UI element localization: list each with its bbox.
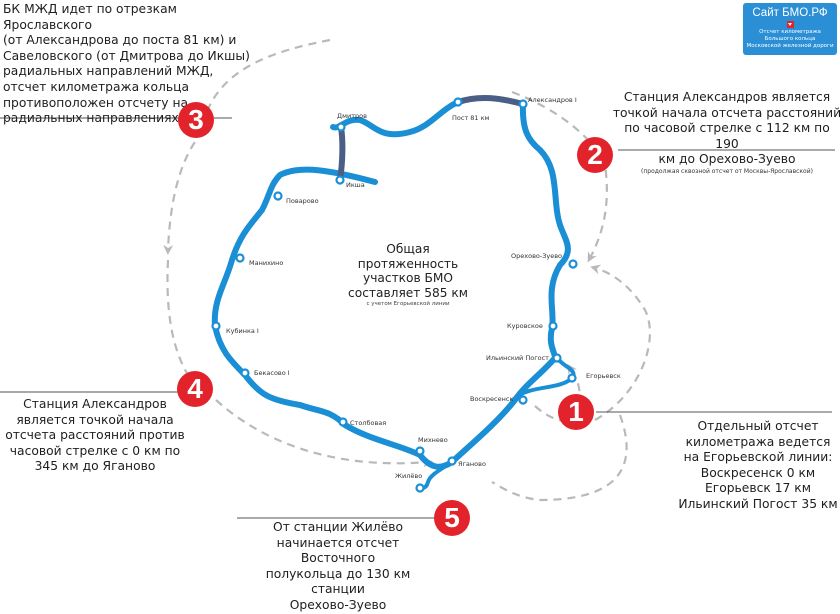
station-label: Яганово <box>458 460 486 468</box>
note-3-line: противоположен отсчету на <box>3 95 189 110</box>
station-label: Александров I <box>528 96 577 104</box>
station-label: Орехово-Зуево <box>511 252 563 260</box>
note-5-line: От станции Жилёво <box>273 520 403 534</box>
logo-line-3: Московской железной дороги <box>746 43 834 49</box>
station-dot-orekhovo <box>568 259 578 269</box>
note-4-line: отсчета расстояний против <box>5 428 185 443</box>
badge-1: 1 <box>558 394 594 430</box>
note-2-line: Станция Александров является <box>623 90 831 104</box>
station-label: Куровское <box>507 322 543 330</box>
down-arrow-icon <box>786 21 794 28</box>
note-5-line: Орехово-Зуево <box>289 597 387 612</box>
badge-5: 5 <box>434 500 470 536</box>
station-dot-stolbovaya <box>338 417 348 427</box>
station-label: Дмитров <box>337 112 367 120</box>
station-dot-post81 <box>453 97 463 107</box>
note-2-line: км до Орехово-Зуево <box>658 152 796 167</box>
note-1-line: на Егорьевской линии: <box>683 450 833 465</box>
station-dot-kubinka <box>211 321 221 331</box>
station-dot-mikhnevo <box>415 446 425 456</box>
note-2-small: (продолжая сквозной отсчет от Москвы-Яро… <box>641 167 813 175</box>
note-1-line: Егорьевск 17 км <box>705 481 811 496</box>
logo-line-2: Большого кольца <box>764 36 816 42</box>
note-1-line: Отдельный отсчет <box>697 419 819 433</box>
note-4-line: является точкой начала <box>16 412 174 427</box>
arrow-3-tail <box>166 259 196 386</box>
note-2-line: по часовой стрелке с 112 км по 190 <box>624 121 830 151</box>
note-3-text: БК МЖД идет по отрезкам Ярославского (от… <box>3 2 263 127</box>
station-dot-voskresensk <box>518 395 528 405</box>
total-line-4: составляет 585 км <box>348 285 468 300</box>
arrow-1-outer <box>590 264 651 421</box>
note-4-line: часовой стрелке с 0 км по <box>9 443 181 458</box>
station-label: Воскресенск <box>470 395 514 403</box>
note-1-line: Ильинский Погост 35 км <box>678 496 838 511</box>
note-3-line: отсчет километража кольца <box>3 79 189 94</box>
arrow-4-path <box>215 399 433 468</box>
note-4-line: Станция Александров <box>23 397 167 411</box>
logo-title: Сайт БМО.РФ <box>752 7 828 19</box>
station-dot-manikhino <box>235 253 245 263</box>
note-4-text: Станция Александров является точкой нача… <box>0 397 190 475</box>
station-dot-dmitrov <box>336 122 346 132</box>
station-dot-kurovskoe <box>548 321 558 331</box>
note-3-line: радиальных направлениях <box>3 111 179 126</box>
station-label: Бекасово I <box>254 369 290 377</box>
station-label: Столбовая <box>350 419 387 427</box>
station-dot-povarovo <box>273 191 283 201</box>
badge-4: 4 <box>177 371 213 407</box>
note-3-line: Савеловского (от Дмитрова до Икшы) <box>3 48 250 63</box>
total-note: с учетом Егорьевской линии <box>366 301 450 308</box>
note-2-line: точкой начала отсчета расстояний <box>612 105 840 120</box>
station-label: Манихино <box>249 259 284 267</box>
badge-3: 3 <box>178 102 214 138</box>
arrow-5-tail <box>491 414 628 502</box>
station-dot-iksha <box>335 175 345 185</box>
station-dot-egorievsk <box>567 373 577 383</box>
note-1-line: Воскресенск 0 км <box>700 465 816 480</box>
total-line-1: Общая <box>386 242 430 256</box>
total-length-label: Общая протяженность участков БМО составл… <box>328 242 488 308</box>
station-label: Поварово <box>286 197 319 205</box>
station-label: Пост 81 км <box>452 114 490 122</box>
station-label: Икша <box>346 181 365 189</box>
station-label: Жилёво <box>395 472 423 480</box>
note-1-text: Отдельный отсчет километража ведется на … <box>676 419 840 513</box>
note-3-line: (от Александрова до поста 81 км) и <box>3 33 237 48</box>
total-line-3: участков БМО <box>362 271 454 286</box>
station-label: Ильинский Погост <box>486 354 549 362</box>
station-label: Егорьевск <box>586 372 621 380</box>
total-line-2: протяженность <box>357 256 459 271</box>
station-dots <box>211 97 578 493</box>
station-label: Кубинка I <box>226 327 259 335</box>
station-dot-yaganovo <box>447 456 457 466</box>
note-3-line: радиальных направлений МЖД, <box>3 64 214 79</box>
note-5-line: начинается отсчет Восточного <box>276 535 400 566</box>
note-5-line: полукольца до 130 км станции <box>265 566 411 597</box>
badge-2: 2 <box>577 137 613 173</box>
note-3-line: БК МЖД идет по отрезкам <box>3 2 177 16</box>
note-3-line: Ярославского <box>3 17 92 32</box>
note-1-line: километража ведется <box>685 434 831 449</box>
station-dot-bekasovo <box>240 368 250 378</box>
station-dot-aleksandrov <box>518 99 528 109</box>
note-5-text: От станции Жилёво начинается отсчет Вост… <box>238 520 438 614</box>
station-dot-ilinsky <box>552 353 562 363</box>
logo-line-1: Отсчет километража <box>759 29 821 35</box>
arrow-2-path <box>511 90 608 263</box>
station-label: Михнево <box>418 436 448 444</box>
note-2-text: Станция Александров является точкой нача… <box>612 90 840 176</box>
site-logo[interactable]: Сайт БМО.РФ Отсчет километража Большого … <box>743 3 837 55</box>
station-dot-zhilevo <box>415 483 425 493</box>
note-4-line: 345 км до Яганово <box>34 459 156 474</box>
